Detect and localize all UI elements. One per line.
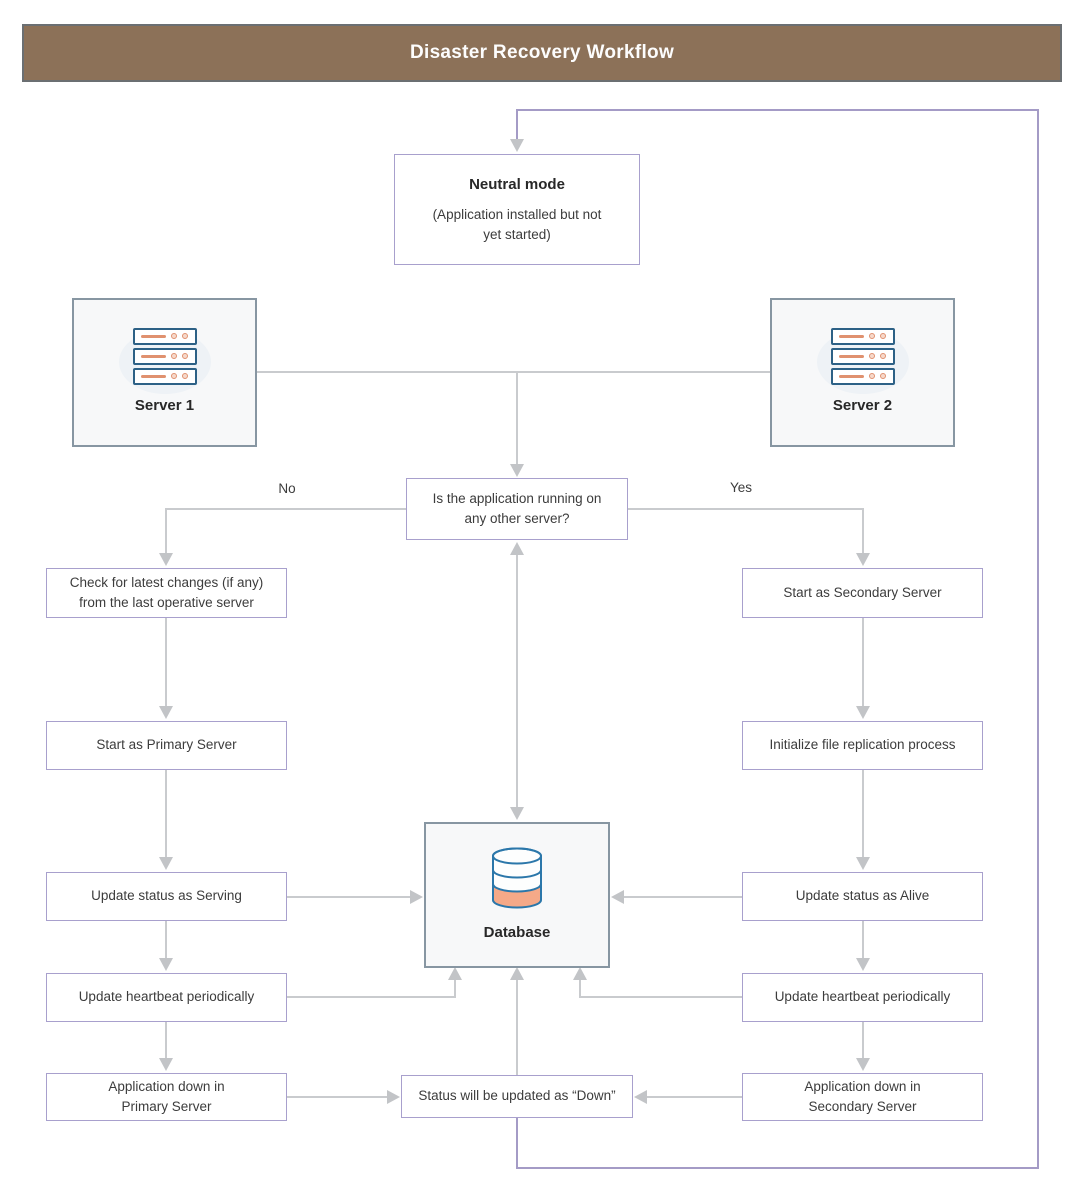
node-start-secondary-server: Start as Secondary Server xyxy=(742,568,983,618)
database-cylinder-icon xyxy=(492,847,542,909)
node-label: Update heartbeat periodically xyxy=(774,989,951,1005)
server-1-label: Server 1 xyxy=(134,396,195,414)
branch-label-yes: Yes xyxy=(729,480,753,495)
node-heartbeat-secondary: Update heartbeat periodically xyxy=(742,973,983,1022)
node-app-down-primary: Application down in Primary Server xyxy=(46,1073,287,1121)
node-label: Application down in Secondary Server xyxy=(804,1078,921,1114)
node-label: Start as Secondary Server xyxy=(783,584,942,600)
node-label: Check for latest changes (if any) from t… xyxy=(69,574,264,610)
node-label: Update status as Alive xyxy=(795,888,930,904)
title-bar: Disaster Recovery Workflow xyxy=(22,24,1062,82)
neutral-mode-title: Neutral mode xyxy=(469,175,565,193)
server-rack-icon xyxy=(816,327,909,394)
database-label: Database xyxy=(483,923,551,941)
neutral-mode-subtitle: (Application installed but not yet start… xyxy=(432,207,602,243)
server-2-label: Server 2 xyxy=(832,396,893,414)
node-label: Update status as Serving xyxy=(91,888,242,904)
node-label: Application down in Primary Server xyxy=(108,1078,225,1114)
node-label: Start as Primary Server xyxy=(96,737,237,753)
node-label: Initialize file replication process xyxy=(769,737,956,753)
node-update-status-alive: Update status as Alive xyxy=(742,872,983,921)
decision-question: Is the application running on any other … xyxy=(432,490,602,526)
node-update-status-serving: Update status as Serving xyxy=(46,872,287,921)
node-init-file-replication: Initialize file replication process xyxy=(742,721,983,770)
page-title: Disaster Recovery Workflow xyxy=(409,42,675,63)
node-heartbeat-primary: Update heartbeat periodically xyxy=(46,973,287,1022)
node-label: Status will be updated as “Down” xyxy=(418,1088,616,1104)
node-database: Database xyxy=(424,822,610,968)
node-decision-app-running: Is the application running on any other … xyxy=(406,478,628,540)
node-start-primary-server: Start as Primary Server xyxy=(46,721,287,770)
server-rack-icon xyxy=(118,327,211,394)
node-server-2: Server 2 xyxy=(770,298,955,447)
branch-label-no: No xyxy=(278,481,296,496)
node-check-latest-changes: Check for latest changes (if any) from t… xyxy=(46,568,287,618)
node-neutral-mode: Neutral mode (Application installed but … xyxy=(394,154,640,265)
node-app-down-secondary: Application down in Secondary Server xyxy=(742,1073,983,1121)
node-status-updated-down: Status will be updated as “Down” xyxy=(401,1075,633,1118)
node-label: Update heartbeat periodically xyxy=(78,989,255,1005)
node-server-1: Server 1 xyxy=(72,298,257,447)
